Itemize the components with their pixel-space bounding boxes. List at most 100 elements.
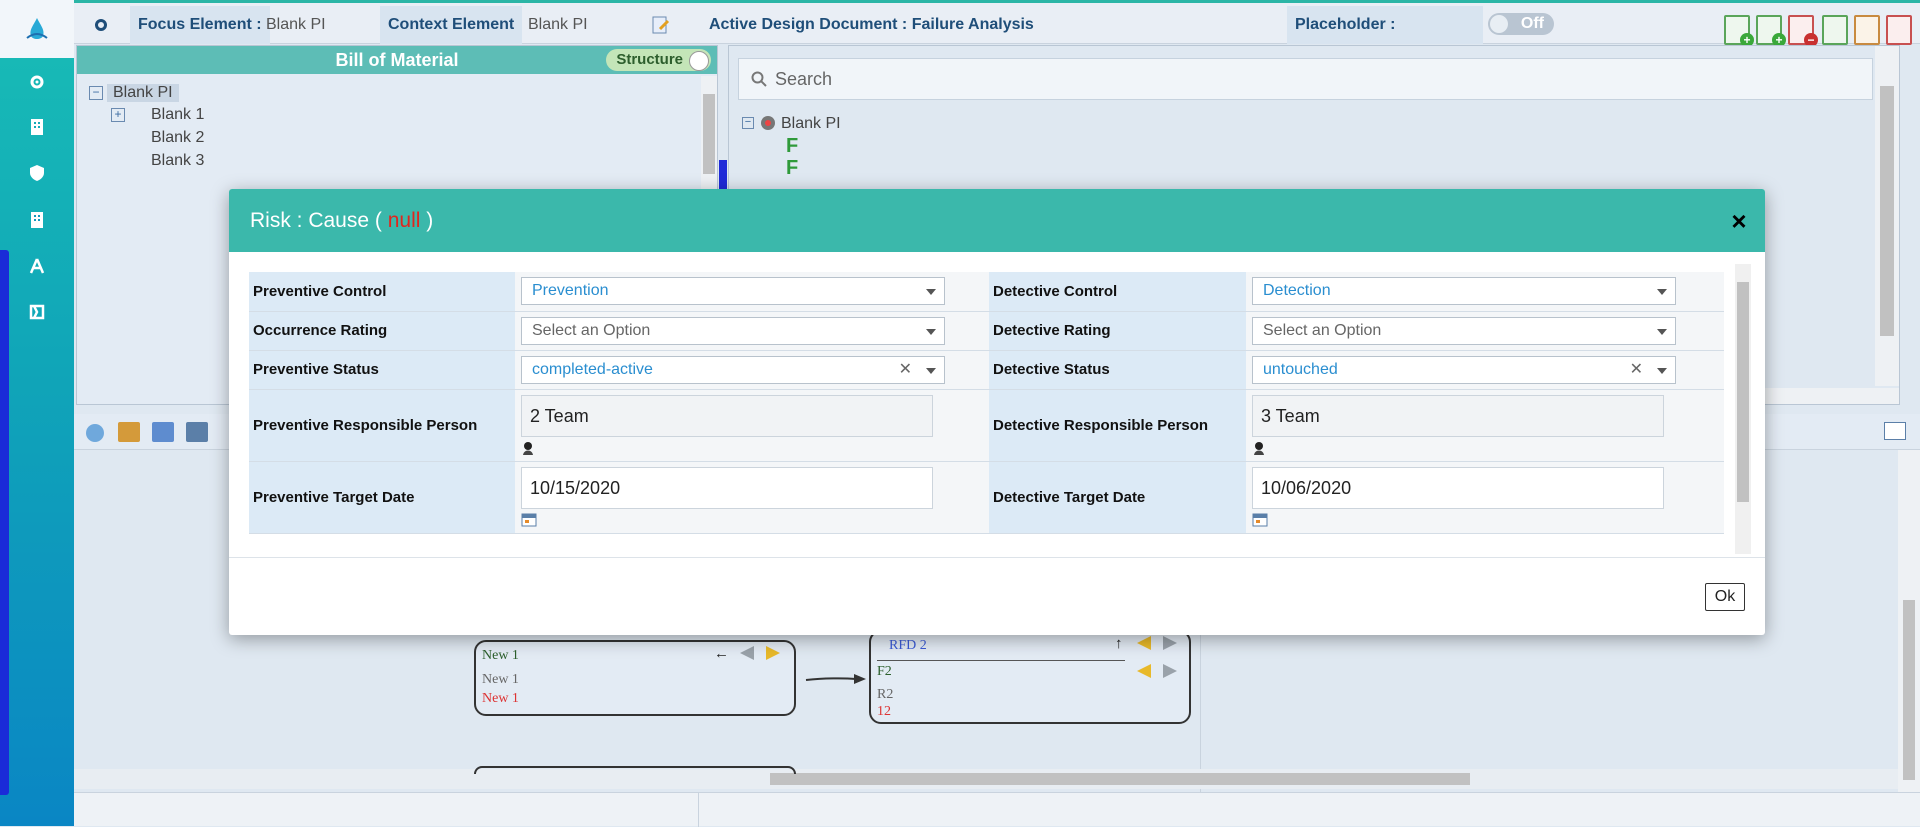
ticket-icon[interactable] <box>22 297 52 327</box>
tree-item[interactable]: Blank 3 <box>151 152 205 169</box>
node-line: New 1 <box>482 672 519 687</box>
red-list-document-icon[interactable] <box>1886 15 1912 45</box>
print-icon[interactable] <box>186 422 208 442</box>
field-label: Preventive Status <box>249 350 515 390</box>
risk-cause-dialog: Risk : Cause ( null ) × Preventive Contr… <box>229 189 1765 635</box>
preventive-target-date-field[interactable]: 10/15/2020 <box>521 467 933 509</box>
right-arrow-icon[interactable] <box>1163 636 1177 655</box>
collapse-icon[interactable]: − <box>742 117 754 129</box>
person-picker-icon[interactable] <box>1252 441 1268 455</box>
gear-icon[interactable] <box>86 6 116 44</box>
tree-root-label[interactable]: Blank PI <box>781 115 841 132</box>
node-line: F2 <box>877 664 892 679</box>
compass-icon[interactable] <box>22 251 52 281</box>
focus-element-value[interactable]: Blank PI <box>266 16 326 33</box>
tree-item-root[interactable]: Blank PI <box>107 84 179 102</box>
chevron-down-icon <box>1657 367 1667 374</box>
select-value: Detection <box>1263 282 1331 300</box>
chevron-down-icon <box>926 367 936 374</box>
gear-node-icon <box>758 113 778 137</box>
left-arrow-icon[interactable] <box>1137 664 1151 683</box>
chevron-down-icon <box>926 328 936 335</box>
building-icon[interactable] <box>22 112 52 142</box>
dialog-scrollbar[interactable] <box>1735 264 1751 554</box>
diagram-vscroll[interactable] <box>1898 450 1920 795</box>
active-design-document-title: Active Design Document : Failure Analysi… <box>709 16 1034 33</box>
bom-header: Bill of Material Structure <box>77 46 717 74</box>
field-label: Detective Rating <box>989 311 1246 351</box>
tree-item[interactable]: Blank 1 <box>151 106 205 123</box>
app-logo-icon[interactable] <box>0 0 74 58</box>
left-arrow-icon[interactable] <box>1137 636 1151 655</box>
detective-rating-select[interactable]: Select an Option <box>1252 316 1676 345</box>
detective-status-select[interactable]: untouched ✕ <box>1252 355 1676 384</box>
failure-node[interactable]: F <box>786 135 799 157</box>
ok-button[interactable]: Ok <box>1705 583 1745 611</box>
structure-toggle[interactable]: Structure <box>606 49 711 71</box>
right-panel-scrollbar[interactable] <box>1875 46 1899 386</box>
detective-responsible-person-field[interactable]: 3 Team <box>1252 395 1664 437</box>
list-view-icon[interactable] <box>1884 422 1906 440</box>
settings-icon[interactable] <box>22 67 52 97</box>
add-list-icon[interactable]: + <box>1756 15 1786 47</box>
calendar-icon[interactable] <box>1252 513 1268 527</box>
form-row: Preventive Status completed-active ✕ Dete… <box>249 350 1724 390</box>
dialog-header: Risk : Cause ( null ) × <box>229 189 1765 252</box>
edit-document-icon[interactable] <box>652 6 670 44</box>
scroll-thumb[interactable] <box>1737 282 1749 502</box>
select-value: untouched <box>1263 360 1338 378</box>
dialog-title-suffix: ) <box>426 209 434 232</box>
shield-icon[interactable] <box>22 158 52 188</box>
back-arrow-icon[interactable]: ← <box>714 646 729 662</box>
svg-export-icon[interactable] <box>118 422 140 442</box>
add-document-icon[interactable]: + <box>1724 15 1754 47</box>
select-value: completed-active <box>532 360 653 378</box>
field-label: Detective Control <box>989 272 1246 312</box>
form-row: Preventive Target Date 10/15/2020 Detect… <box>249 461 1724 534</box>
active-indicator-bar <box>0 250 9 795</box>
up-arrow-icon[interactable]: ↑ <box>1115 636 1123 652</box>
right-arrow-icon[interactable] <box>1163 664 1177 683</box>
png-export-icon[interactable] <box>152 422 174 442</box>
preventive-responsible-person-field[interactable]: 2 Team <box>521 395 933 437</box>
node-line: 12 <box>877 704 891 719</box>
collapse-icon[interactable]: − <box>89 86 103 100</box>
diagram-node-partial[interactable] <box>474 766 796 774</box>
detective-target-date-field[interactable]: 10/06/2020 <box>1252 467 1664 509</box>
diagram-node[interactable]: RFD 2 ↑ F2 R2 12 <box>869 630 1191 724</box>
diagram-node[interactable]: New 1 ← New 1 New 1 <box>474 640 796 716</box>
form-row: Preventive Responsible Person 2 Team Det… <box>249 389 1724 462</box>
remove-list-icon[interactable]: − <box>1788 15 1818 47</box>
node-line: R2 <box>877 687 894 702</box>
select-placeholder: Select an Option <box>1263 321 1382 339</box>
preventive-control-select[interactable]: Prevention <box>521 277 945 306</box>
field-label: Detective Status <box>989 350 1246 390</box>
calendar-icon[interactable] <box>521 513 537 527</box>
clear-icon[interactable]: ✕ <box>898 360 912 378</box>
occurrence-rating-select[interactable]: Select an Option <box>521 316 945 345</box>
field-label: Preventive Control <box>249 272 515 312</box>
clear-icon[interactable]: ✕ <box>1629 360 1643 378</box>
left-arrow-icon[interactable] <box>740 646 754 665</box>
placeholder-toggle[interactable]: Off <box>1488 13 1554 35</box>
failure-node[interactable]: F <box>786 157 799 179</box>
blank-document-icon[interactable] <box>1822 15 1848 45</box>
expand-icon[interactable]: + <box>111 108 125 122</box>
form-row: Preventive Control Prevention Detective … <box>249 272 1724 312</box>
person-picker-icon[interactable] <box>521 441 537 455</box>
office-icon[interactable] <box>22 205 52 235</box>
refresh-icon[interactable] <box>86 424 104 442</box>
field-label: Preventive Responsible Person <box>249 389 515 462</box>
detective-control-select[interactable]: Detection <box>1252 277 1676 306</box>
list-document-icon[interactable] <box>1854 15 1880 45</box>
bom-title: Bill of Material <box>335 50 459 70</box>
preventive-status-select[interactable]: completed-active ✕ <box>521 355 945 384</box>
tree-item[interactable]: Blank 2 <box>151 129 205 146</box>
field-label: Detective Responsible Person <box>989 389 1246 462</box>
close-icon[interactable]: × <box>1731 206 1747 236</box>
splitter-handle[interactable] <box>719 160 727 192</box>
search-input[interactable]: Search <box>738 58 1873 100</box>
context-element-value[interactable]: Blank PI <box>528 16 588 33</box>
right-arrow-icon[interactable] <box>766 646 780 665</box>
diagram-hscroll[interactable] <box>74 769 1898 789</box>
